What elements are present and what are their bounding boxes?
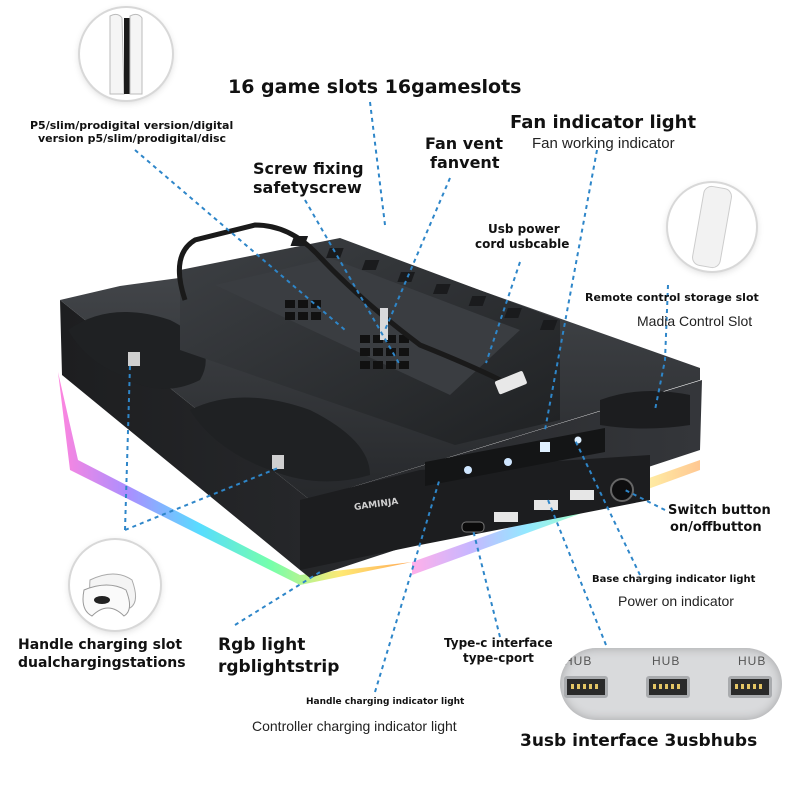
ps5-console-inset xyxy=(80,8,172,100)
handle-slot-label-line2: dualchargingstations xyxy=(18,655,186,671)
fan-vent-grill xyxy=(285,300,409,369)
ps5-version-label-line1: P5/slim/prodigital version/digital xyxy=(30,119,234,132)
game-slot-ridges xyxy=(290,236,558,330)
type-c-port xyxy=(461,521,485,533)
remote-slot-well xyxy=(600,391,690,429)
rgb-light-strip xyxy=(58,372,412,585)
screw-label-line1: Screw fixing xyxy=(253,159,364,178)
handle-slot-label-line1: Handle charging slot xyxy=(18,637,183,653)
game-slots-label: 16 game slots 16gameslots xyxy=(228,76,522,98)
power-switch-button xyxy=(610,478,634,502)
charging-contact-front xyxy=(272,455,284,469)
fan-indicator-subtitle: Fan working indicator xyxy=(532,135,675,152)
controllers-inset xyxy=(70,540,160,630)
type-c-label-line2: type-cport xyxy=(463,651,534,665)
hub-usb-port-3 xyxy=(728,676,772,698)
hub-usb-port-2 xyxy=(646,676,690,698)
fan-vent-label-line1: Fan vent xyxy=(425,134,504,153)
usb-power-label-line1: Usb power xyxy=(488,222,560,236)
controller-well-left-front xyxy=(190,397,370,482)
ps5-version-label-line2: version p5/slim/prodigital/disc xyxy=(38,132,227,145)
hub-label-1: HUB xyxy=(564,654,593,668)
fan-indicator-light xyxy=(540,442,550,452)
safety-screw xyxy=(380,308,388,340)
remote-control-icon xyxy=(692,185,732,269)
handle-indicator-subtitle: Controller charging indicator light xyxy=(252,718,457,734)
screw-label-line2: safetyscrew xyxy=(253,178,362,197)
hub-usb-port-1 xyxy=(564,676,608,698)
remote-control-inset xyxy=(668,183,756,271)
usb-hub-inset: HUB HUB HUB xyxy=(560,648,782,720)
usb-port-2 xyxy=(534,500,558,510)
remote-slot-subtitle: Madia Control Slot xyxy=(637,313,753,329)
leader-lines xyxy=(124,101,669,693)
ps5-console-icon xyxy=(109,13,125,95)
switch-label-line1: Switch button xyxy=(668,503,771,518)
remote-slot-title: Remote control storage slot xyxy=(585,291,759,304)
usb-power-label-line2: cord usbcable xyxy=(475,237,570,251)
base-charging-subtitle: Power on indicator xyxy=(618,593,734,609)
handle-indicator-title: Handle charging indicator light xyxy=(306,697,465,707)
handle-indicator-light-2 xyxy=(504,458,512,466)
rgb-label-line1: Rgb light xyxy=(218,635,306,655)
base-charging-title: Base charging indicator light xyxy=(592,574,756,585)
hub-label-3: HUB xyxy=(738,654,767,668)
tower-top xyxy=(215,258,520,395)
usb-power-cable xyxy=(176,222,502,383)
usb-port-3 xyxy=(570,490,594,500)
usb-cable-plug xyxy=(495,371,527,395)
front-panel xyxy=(300,455,650,570)
rgb-label-line2: rgblightstrip xyxy=(218,657,340,677)
usb-hubs-label: 3usb interface 3usbhubs xyxy=(520,731,758,751)
usb-port-1 xyxy=(494,512,518,522)
type-c-label-line1: Type-c interface xyxy=(444,636,553,650)
fan-vent-label-line2: fanvent xyxy=(430,153,500,172)
handle-indicator-light-1 xyxy=(464,466,472,474)
hub-label-2: HUB xyxy=(652,654,681,668)
charging-contact-left xyxy=(128,352,140,366)
controller-well-left-back xyxy=(68,312,206,389)
switch-label-line2: on/offbutton xyxy=(670,520,762,535)
fan-indicator-title: Fan indicator light xyxy=(510,112,697,133)
